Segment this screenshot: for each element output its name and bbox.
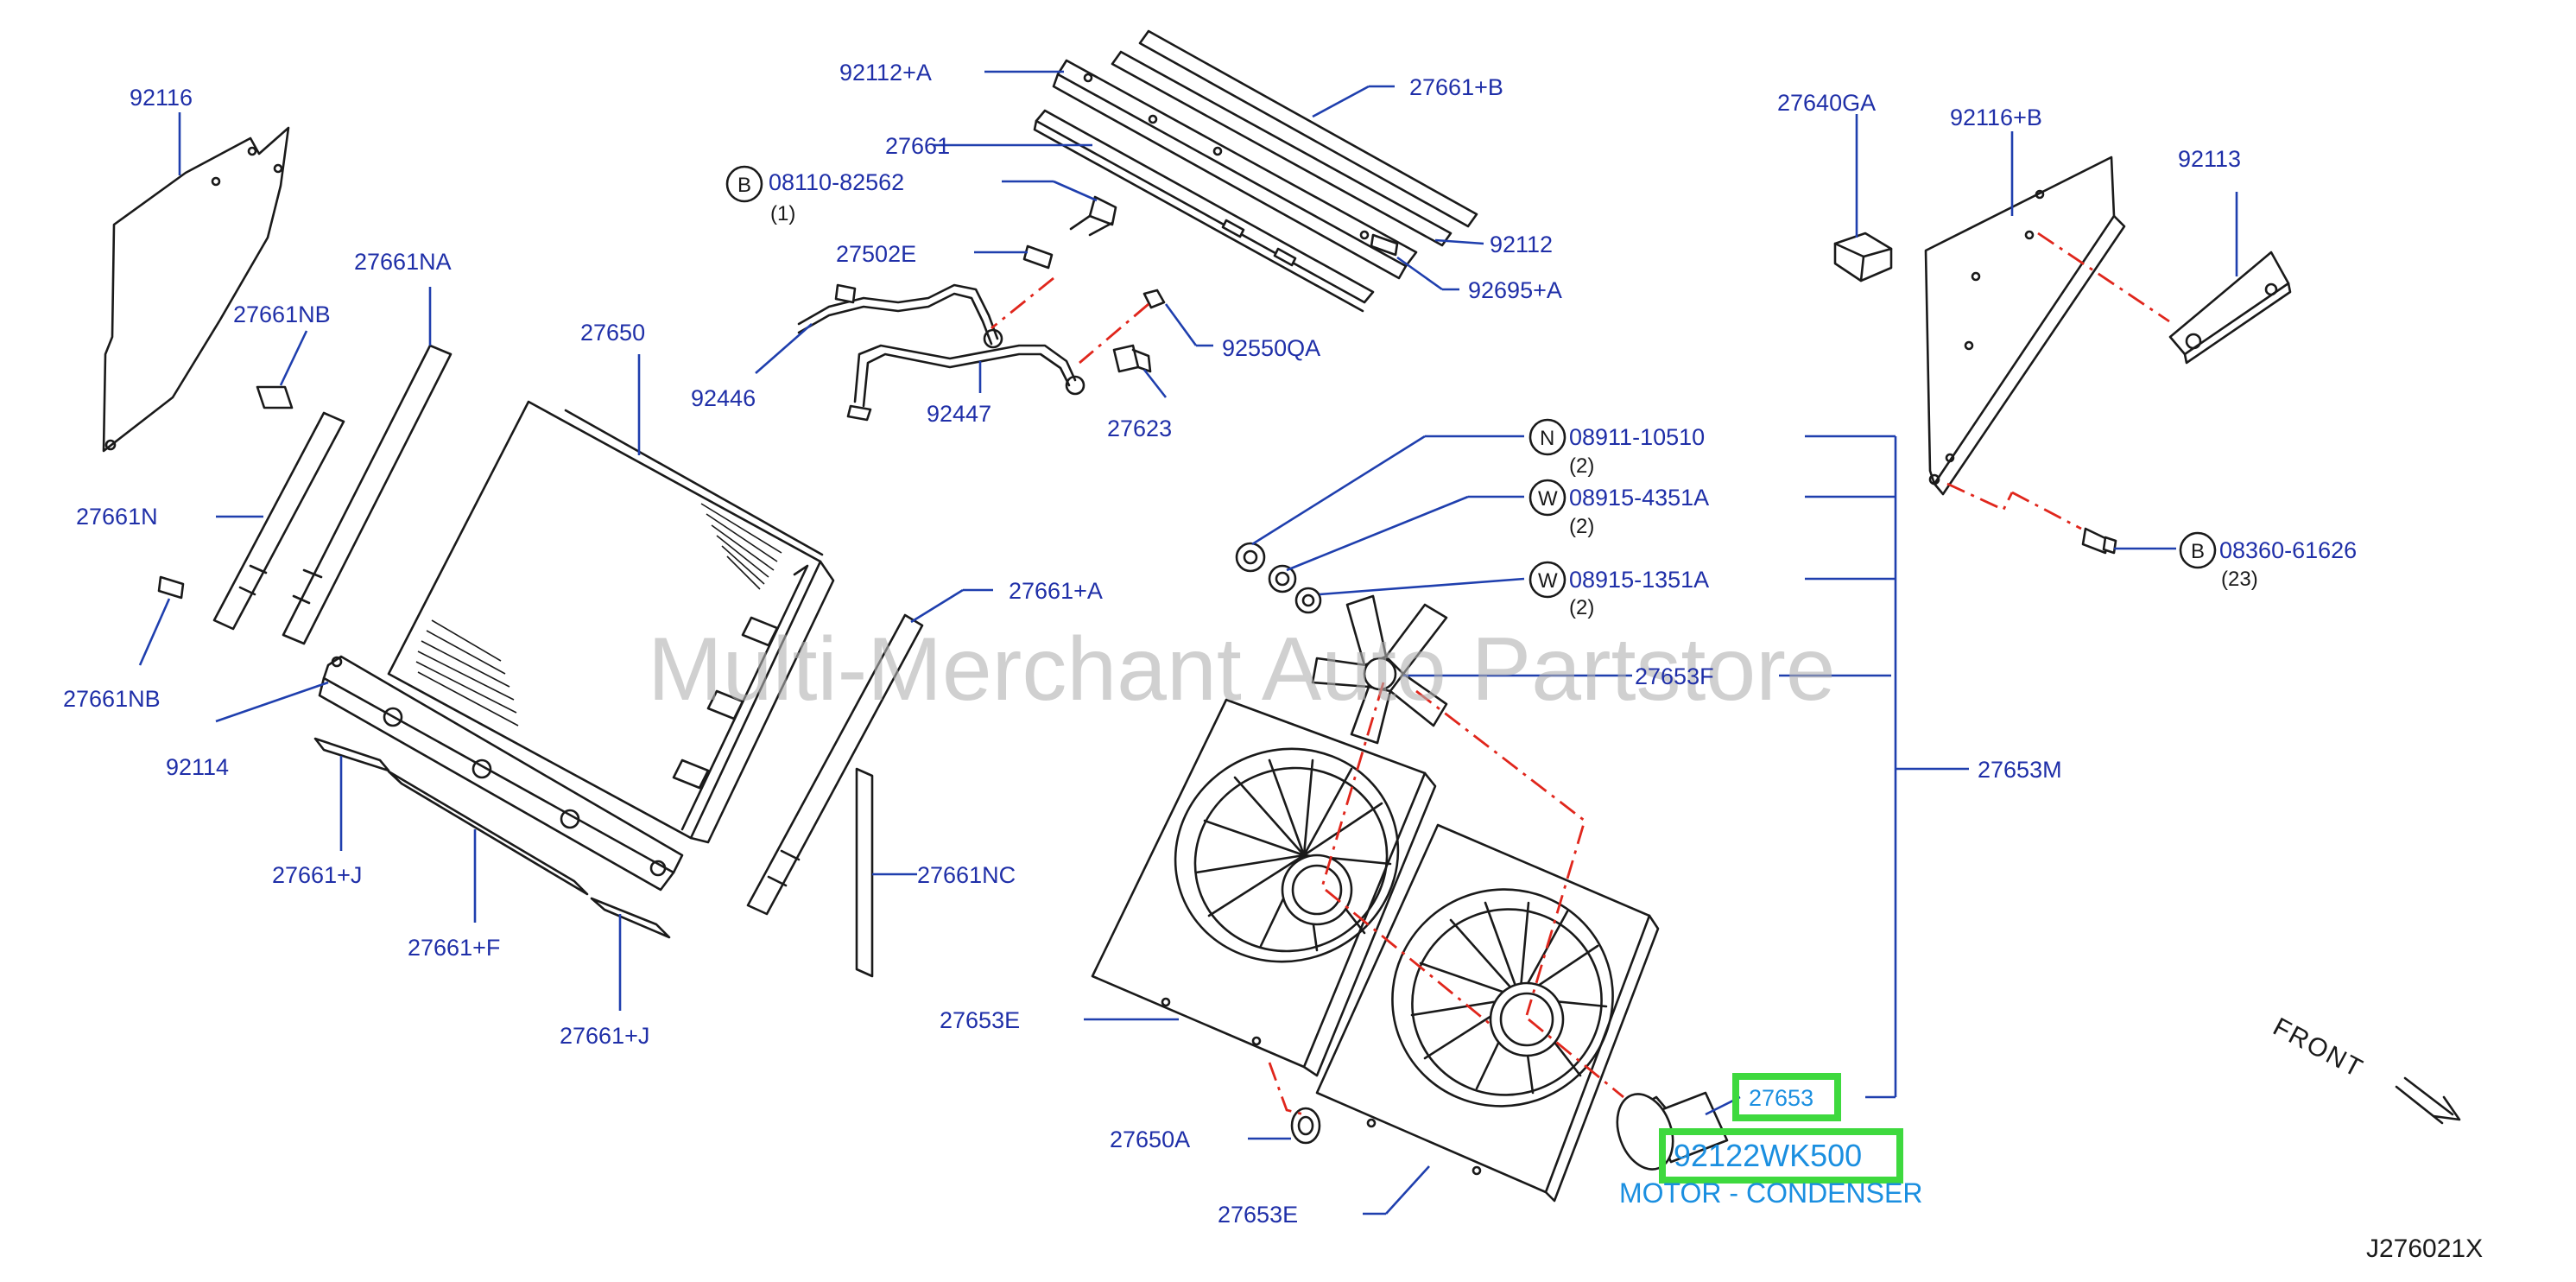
label-27653M: 27653M [1978, 757, 2062, 783]
label-27661B: 27661+B [1409, 74, 1503, 100]
label-27661N: 27661N [76, 504, 158, 530]
circle-letter-08915-4351: W [1538, 487, 1558, 511]
fan-shroud-27653E-right [1315, 823, 1660, 1203]
label-92113: 92113 [2178, 146, 2241, 172]
label-27502E: 27502E [836, 241, 916, 267]
clip-92550QA [1142, 289, 1166, 309]
label-08110-82562: 08110-82562 [769, 169, 904, 195]
circle-letter-08110: B [737, 174, 751, 197]
label-27653F: 27653F [1635, 663, 1714, 689]
bracket-92114 [318, 655, 684, 892]
seal-27661J-left [313, 737, 390, 772]
label-08915-1351A: 08915-1351A [1569, 567, 1709, 593]
label-08915-4351A: 08915-4351A [1569, 485, 1709, 511]
label-27623: 27623 [1107, 416, 1172, 441]
grommet-27650A [1290, 1107, 1321, 1145]
label-92116B: 92116+B [1950, 105, 2042, 130]
label-27661NB-lower: 27661NB [63, 686, 161, 712]
label-27650: 27650 [580, 320, 645, 346]
circle-markers: B (1) N (2) W (2) W (2) B (23) [725, 165, 2258, 619]
seal-27661F [387, 770, 589, 896]
label-27661: 27661 [885, 133, 950, 159]
seal-27661NA [282, 344, 453, 645]
bracket-92113 [2168, 251, 2292, 365]
relay-27640GA [1833, 232, 1893, 282]
clip-92695A [1370, 233, 1399, 257]
label-27661NB-upper: 27661NB [233, 301, 331, 327]
qty-08911: (2) [1569, 454, 1594, 478]
label-92112: 92112 [1490, 232, 1553, 257]
label-27661NC: 27661NC [917, 862, 1016, 888]
pad-27661NB-lower [157, 575, 185, 600]
bracket-92116 [102, 126, 290, 453]
bolt-08360-61626 [2081, 527, 2117, 555]
label-27653E-right: 27653E [1218, 1202, 1298, 1228]
label-92446: 92446 [691, 385, 756, 411]
circle-letter-08360: B [2191, 540, 2205, 563]
seal-27661N [212, 411, 345, 631]
label-92112A: 92112+A [839, 60, 932, 86]
seal-27661A [746, 613, 924, 916]
watermark: Multi-Merchant Auto Partstore [648, 619, 1836, 720]
qty-08915-4351: (2) [1569, 515, 1594, 538]
label-27661F: 27661+F [408, 935, 500, 961]
pad-27661NB-upper [256, 385, 294, 409]
label-27640GA: 27640GA [1777, 90, 1876, 116]
harness-92447 [846, 344, 1085, 422]
nut-08911-10510 [1235, 542, 1266, 573]
front-label: FRONT [2269, 1012, 2369, 1083]
front-arrow-icon [2395, 1076, 2461, 1125]
condenser-27650 [387, 400, 835, 844]
harness-92446 [797, 283, 1003, 349]
circle-letter-08915-1351: W [1538, 569, 1558, 593]
highlight-ref-number[interactable]: 27653 [1749, 1085, 1813, 1111]
highlight-box-part [1659, 1128, 1903, 1184]
qty-08110: (1) [770, 202, 795, 225]
circle-letter-08911: N [1540, 427, 1554, 450]
callout-labels: 92116 27661NA 27661NB 27661N 27661NB 921… [63, 60, 2357, 1228]
highlighted-part[interactable]: 27653 92122WK500 MOTOR - CONDENSER [1619, 1073, 1922, 1209]
rail-27661 [1052, 59, 1418, 280]
figure-code: J276021X [2366, 1234, 2483, 1263]
label-08360-61626: 08360-61626 [2219, 537, 2357, 563]
seal-27661NC [855, 767, 874, 978]
washer-08915-1351A [1294, 587, 1322, 614]
label-92695A: 92695+A [1468, 277, 1562, 303]
assembly-bracket-27653M [1805, 435, 1969, 1099]
label-08911-10510: 08911-10510 [1569, 424, 1705, 450]
label-27661A: 27661+A [1009, 578, 1103, 604]
bolt-08110-82562 [1069, 195, 1117, 237]
label-27661J-right: 27661+J [560, 1023, 649, 1049]
label-92447: 92447 [927, 401, 991, 427]
rail-27661B [1111, 29, 1478, 247]
label-92116: 92116 [130, 85, 193, 111]
label-27653E-left: 27653E [940, 1007, 1020, 1033]
highlight-part-number[interactable]: 92122WK500 [1674, 1138, 1862, 1173]
highlight-description: MOTOR - CONDENSER [1619, 1177, 1922, 1209]
label-27661J-left: 27661+J [272, 862, 362, 888]
qty-08360: (23) [2221, 568, 2258, 591]
fan-shroud-27653E-left [1091, 698, 1437, 1077]
seal-27661J-right [590, 897, 671, 939]
washer-08915-4351A [1268, 564, 1297, 593]
fan-27653F [1311, 594, 1448, 745]
bracket-92116B [1924, 155, 2126, 496]
qty-08915-1351: (2) [1569, 596, 1594, 619]
highlight-box-ref [1732, 1073, 1841, 1121]
label-27661NA: 27661NA [354, 249, 452, 275]
switch-27623 [1112, 344, 1152, 373]
label-92550QA: 92550QA [1222, 335, 1320, 361]
rail-92112A [1033, 109, 1375, 313]
label-92114: 92114 [166, 754, 229, 780]
clip-27502E [1022, 244, 1054, 270]
label-27650A: 27650A [1110, 1127, 1190, 1152]
